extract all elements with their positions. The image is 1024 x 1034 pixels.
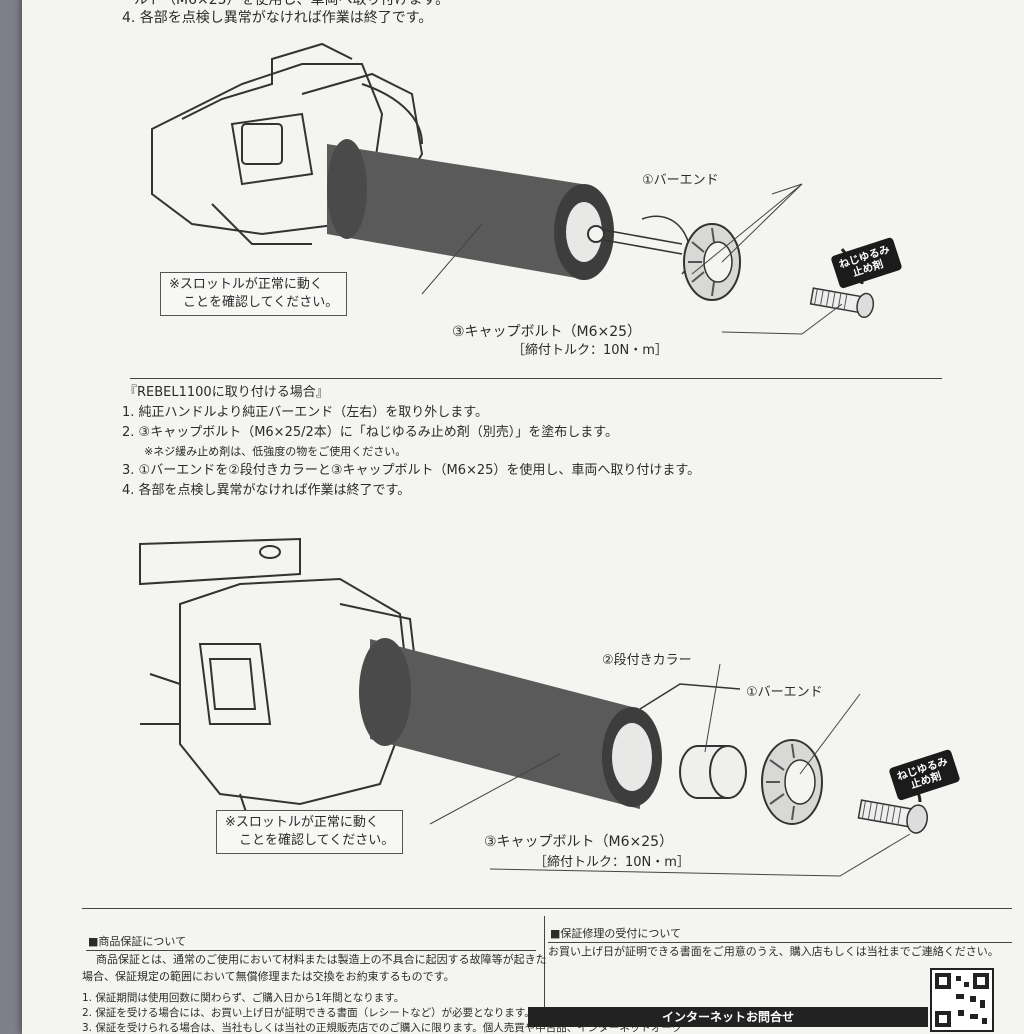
label-bar-end-1: ①バーエンド (642, 173, 719, 188)
handlebar-diagram-2 (139, 537, 929, 877)
rebel-step-3: 3. ①バーエンドを②段付きカラーと③キャップボルト（M6×25）を使用し、車両… (122, 463, 701, 478)
label-cap-bolt-1: ③キャップボルト（M6×25） (452, 324, 642, 340)
warranty-item-1: 1. 保証期間は使用回数に関わらず、ご購入日から1年間となります。 (82, 992, 405, 1004)
throttle-note-2-line1: ※スロットルが正常に動く (225, 815, 379, 830)
section-divider-1 (130, 378, 942, 379)
repair-body: お買い上げ日が証明できる書面をご用意のうえ、購入店もしくは当社までご連絡ください… (548, 945, 999, 958)
rebel-step-2: 2. ③キャップボルト（M6×25/2本）に「ねじゆるみ止め剤（別売）」を塗布し… (122, 425, 618, 440)
repair-heading-underline (548, 942, 1012, 943)
warranty-heading-underline (86, 950, 536, 951)
handlebar-diagram-1 (151, 42, 875, 335)
label-cap-bolt-2: ③キャップボルト（M6×25） (484, 834, 674, 850)
internet-inquiry-bar: インターネットお問合せ (528, 1007, 928, 1027)
column-divider (544, 916, 545, 1016)
label-collar-2: ②段付きカラー (602, 653, 692, 668)
throttle-note-1-line1: ※スロットルが正常に動く (169, 277, 323, 292)
step4-text: 4. 各部を点検し異常がなければ作業は終了です。 (122, 10, 433, 26)
step3-tail-text: ルト（M6×25）を使用し、車両へ取り付けます。 (134, 0, 450, 8)
rebel-step-2-note: ※ネジ緩み止め剤は、低強度の物をご使用ください。 (144, 445, 407, 458)
warranty-item-2: 2. 保証を受ける場合には、お買い上げ日が証明できる書面（レシートなど）が必要と… (82, 1007, 535, 1019)
throttle-note-2: ※スロットルが正常に動く ことを確認してください。 (216, 810, 404, 855)
rebel-heading: 『REBEL1100に取り付ける場合』 (124, 385, 329, 400)
throttle-note-1: ※スロットルが正常に動く ことを確認してください。 (160, 272, 348, 317)
warranty-body-line1: 商品保証とは、通常のご使用において材料または製造上の不具合に起因する故障等が起き… (96, 953, 547, 966)
repair-heading: ■保証修理の受付について (550, 927, 682, 940)
rebel-step-4: 4. 各部を点検し異常がなければ作業は終了です。 (122, 483, 411, 498)
warranty-body-line2: 場合、保証規定の範囲において無償修理または交換をお約束するものです。 (82, 970, 455, 983)
qr-code-icon[interactable] (930, 968, 994, 1032)
label-torque-1: ［締付トルク：10N・m］ (512, 343, 668, 358)
throttle-note-1-line2: ことを確認してください。 (183, 295, 339, 311)
rebel-step-1: 1. 純正ハンドルより純正バーエンド（左右）を取り外します。 (122, 405, 488, 420)
throttle-note-2-line2: ことを確認してください。 (239, 833, 395, 849)
label-bar-end-2: ①バーエンド (746, 685, 823, 700)
section-divider-2 (82, 908, 1012, 909)
warranty-heading: ■商品保証について (88, 935, 187, 948)
label-torque-2: ［締付トルク：10N・m］ (534, 855, 690, 870)
instruction-sheet: ルト（M6×25）を使用し、車両へ取り付けます。 4. 各部を点検し異常がなけれ… (22, 0, 1024, 1034)
